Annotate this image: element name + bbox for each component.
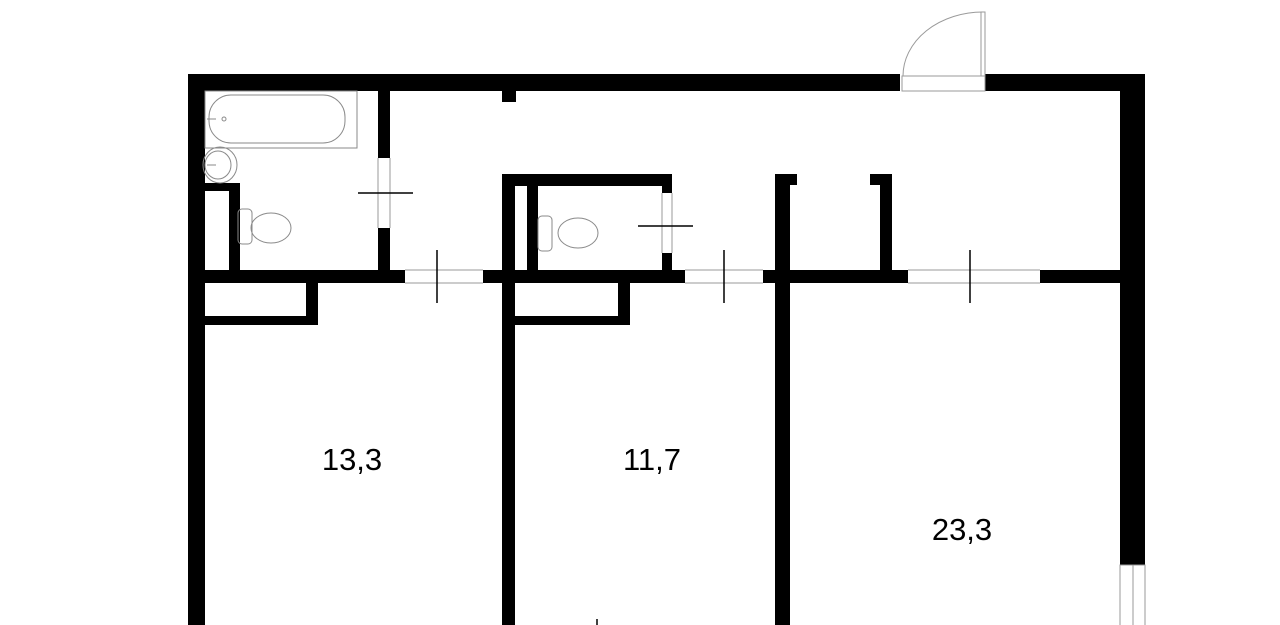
fixtures [202,90,599,252]
wall-notch [502,90,516,102]
closet-2-top [515,316,630,325]
niche-wall-stub [870,174,892,185]
corridor-wall-3 [763,270,908,283]
bathtub-icon [204,90,358,149]
door-swing-arc [902,11,984,77]
outer-wall-top-left [188,74,900,91]
door-markers [358,192,971,625]
closet-wall-top [205,183,240,191]
wc-wall-right-lower [662,253,672,272]
toilet-icon [237,208,292,245]
corridor-wall-2 [483,270,685,283]
room-area-label: 11,7 [622,442,682,477]
closet-1-side [306,283,318,325]
corridor-wall-4 [1040,270,1120,283]
walls [188,74,1145,625]
room-divider-1 [502,174,515,625]
niche-wall [880,174,892,272]
outer-wall-left [188,74,205,625]
sink-icon [202,146,238,184]
entrance-door-frame [901,75,986,92]
door-leaf [980,11,986,77]
corridor-wall-1 [205,270,405,283]
closet-wall-side [229,183,240,273]
wc-wall-right-upper [662,174,672,193]
room-area-label: 23,3 [931,512,993,547]
outer-wall-top-right [985,74,1145,91]
bath-wall-lower [378,228,390,273]
divider-2-stub [775,174,797,185]
wc-wall-top [502,174,672,186]
room-divider-2 [775,174,790,625]
openings [377,11,1146,625]
room-area-label: 13,3 [321,442,383,477]
outer-wall-right [1120,74,1145,565]
bath-wall-upper [378,90,390,158]
closet-2-side [618,283,630,325]
closet-1-top [205,316,318,325]
toilet-icon [537,215,599,252]
wc-inner-wall [527,186,538,272]
